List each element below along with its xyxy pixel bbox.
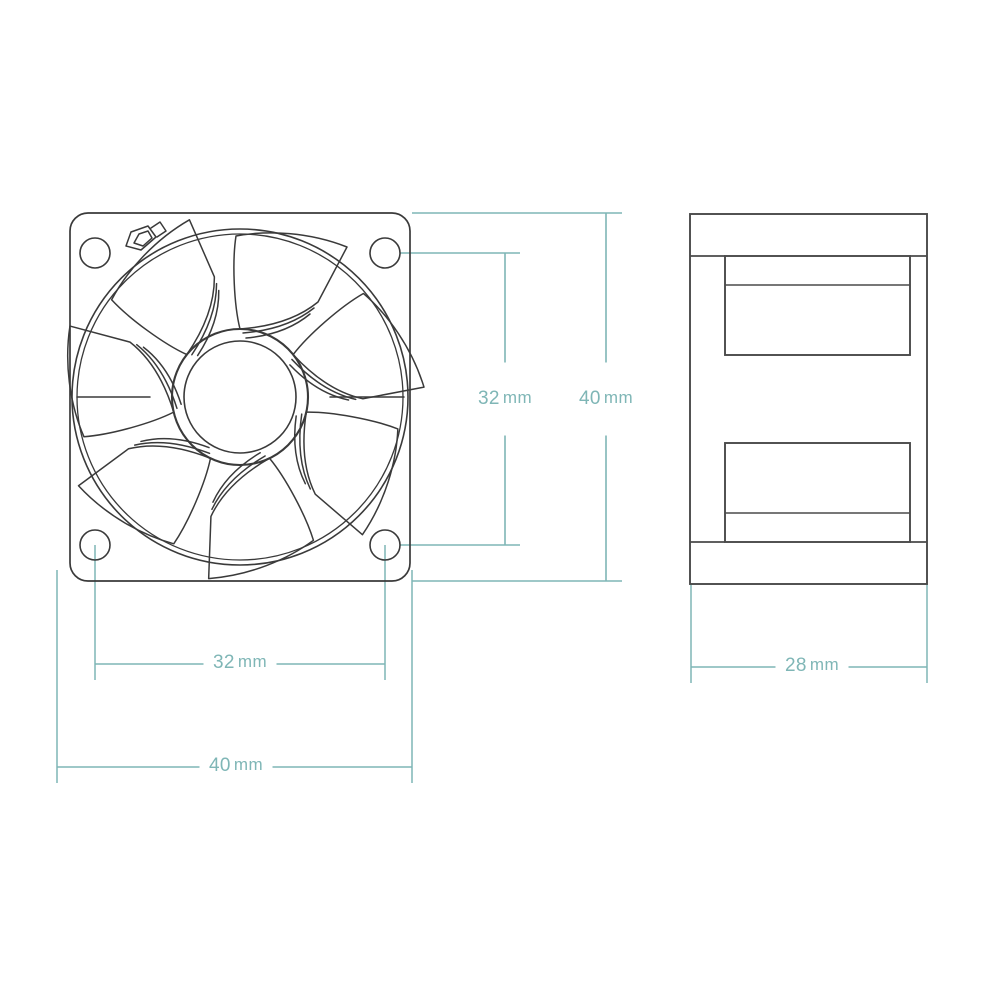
dimension-layer bbox=[56, 212, 928, 783]
front-view bbox=[66, 212, 425, 582]
fan-hub-outer bbox=[170, 327, 310, 467]
fan-hub-inner bbox=[183, 340, 297, 454]
side-upper-block bbox=[724, 255, 911, 356]
side-view bbox=[689, 213, 928, 585]
cable-clip-icon bbox=[125, 221, 167, 251]
mounting-hole-bottom-left bbox=[79, 529, 111, 561]
mounting-hole-top-right bbox=[369, 237, 401, 269]
side-view-outline bbox=[689, 213, 928, 585]
mounting-hole-top-left bbox=[79, 237, 111, 269]
mounting-hole-bottom-right bbox=[369, 529, 401, 561]
impeller-blades bbox=[66, 219, 425, 580]
side-lower-block bbox=[724, 442, 911, 543]
fan-frame-outline bbox=[69, 212, 411, 582]
